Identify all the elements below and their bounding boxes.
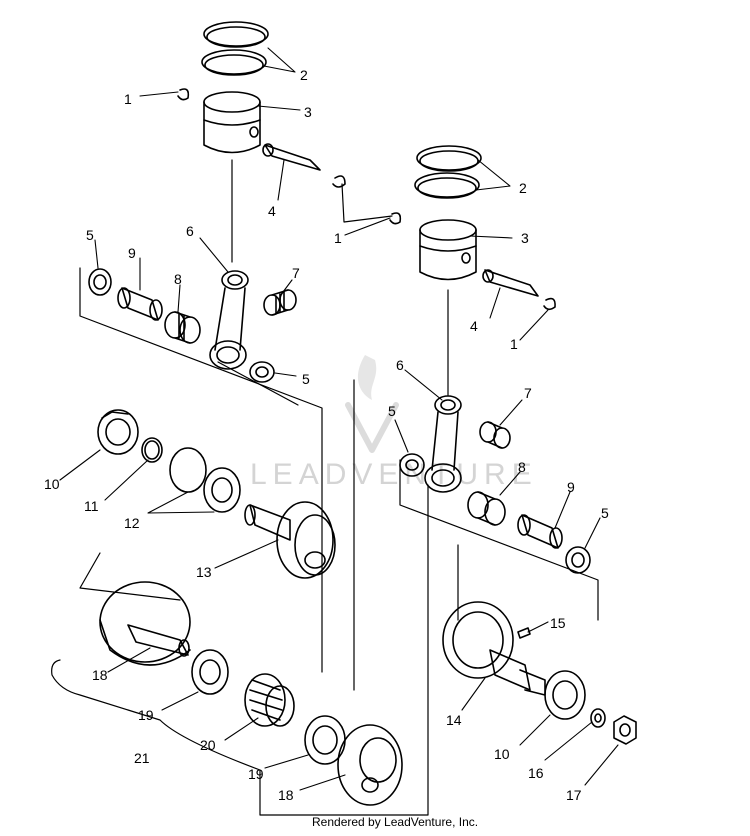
bracket-right	[353, 379, 599, 691]
main-bearing-left	[97, 409, 139, 455]
callout-4b: 4	[470, 318, 478, 334]
callout-7a: 7	[292, 265, 300, 281]
callout-8a: 8	[174, 271, 182, 287]
callout-5b: 5	[302, 371, 310, 387]
footer-credit: Rendered by LeadVenture, Inc.	[312, 815, 478, 829]
circlip-left-1	[177, 88, 190, 101]
callout-18a: 18	[92, 667, 108, 683]
callout-10a: 10	[44, 476, 60, 492]
callout-3b: 3	[521, 230, 529, 246]
callout-19a: 19	[138, 707, 154, 723]
callout-9b: 9	[567, 479, 575, 495]
callout-15: 15	[550, 615, 566, 631]
crankshaft-half-right	[442, 601, 546, 696]
watermark-text: LEADVENTURE	[250, 458, 538, 491]
thrust-washer-left-1	[88, 268, 112, 296]
callout-11: 11	[84, 498, 99, 514]
callout-12: 12	[124, 515, 140, 531]
nut-right	[613, 715, 637, 745]
callout-10b: 10	[494, 746, 510, 762]
needle-bearing-large-left	[164, 311, 201, 344]
callout-8b: 8	[518, 459, 526, 475]
piston-rings-right	[414, 145, 482, 199]
callout-19b: 19	[248, 766, 264, 782]
flywheel-half-right	[337, 724, 403, 806]
callout-4a: 4	[268, 203, 276, 219]
callout-21: 21	[134, 750, 150, 766]
wrist-pin-right	[482, 269, 539, 297]
woodruff-key	[517, 627, 531, 639]
callout-6b: 6	[396, 357, 404, 373]
wrist-pin-left	[262, 143, 321, 171]
callout-16: 16	[528, 765, 544, 781]
callout-7b: 7	[524, 385, 532, 401]
bracket-left	[79, 267, 323, 673]
callout-5c: 5	[388, 403, 396, 419]
callout-9a: 9	[128, 245, 136, 261]
callout-1b: 1	[334, 230, 342, 246]
piston-left	[203, 91, 261, 154]
crank-pin-right	[517, 514, 563, 549]
callout-1c: 1	[510, 336, 518, 352]
crankshaft-half-left	[244, 501, 336, 579]
crank-pin-left	[117, 287, 163, 321]
callout-2b: 2	[519, 180, 527, 196]
circlip-left-2	[332, 175, 346, 188]
bracket-lower-left	[79, 552, 181, 601]
flywheel-half-left	[99, 581, 191, 666]
callout-14: 14	[446, 712, 462, 728]
needle-bearing-large-right	[467, 491, 506, 526]
connecting-rod-left	[209, 270, 249, 370]
piston-right	[419, 219, 477, 281]
circlip-right-1	[389, 212, 402, 225]
watermark-logo	[345, 355, 399, 453]
callout-17: 17	[566, 787, 582, 803]
thrust-washer-left-2	[249, 361, 275, 383]
main-bearing-right	[544, 670, 586, 720]
needle-bearing-small-right	[479, 421, 511, 449]
callout-20: 20	[200, 737, 216, 753]
labyrinth-seal	[244, 673, 295, 727]
callout-5d: 5	[601, 505, 609, 521]
callout-13: 13	[196, 564, 212, 580]
snap-ring-pair-left	[169, 447, 241, 513]
callout-6a: 6	[186, 223, 194, 239]
callout-1a: 1	[124, 91, 132, 107]
callout-18b: 18	[278, 787, 294, 803]
callout-5a: 5	[86, 227, 94, 243]
callout-2a: 2	[300, 67, 308, 83]
piston-rings-left	[201, 21, 269, 76]
main-bearing-lower-1	[191, 649, 229, 695]
seal-ring-left	[141, 437, 163, 463]
connecting-rod-right	[424, 395, 462, 493]
leader-lines	[59, 47, 619, 791]
callout-3a: 3	[304, 104, 312, 120]
circlip-right-2	[543, 297, 556, 311]
bracket-21	[51, 484, 429, 816]
washer-right	[590, 708, 606, 728]
needle-bearing-small-left	[263, 289, 297, 316]
